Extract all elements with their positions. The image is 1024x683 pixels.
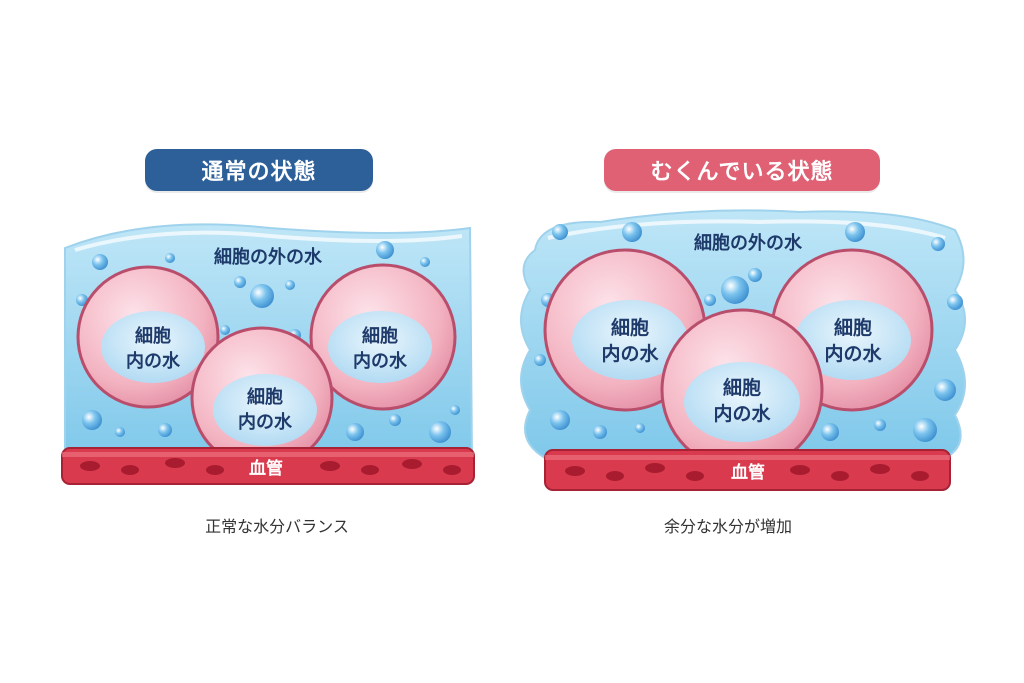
normal-state-caption: 正常な水分バランス bbox=[205, 517, 349, 536]
swollen-outside-water-label: 細胞の外の水 bbox=[694, 232, 803, 254]
cell-label-line1: 細胞 bbox=[723, 376, 761, 399]
cell-label-line2: 内の水 bbox=[126, 350, 181, 372]
normal-water-highlight bbox=[74, 230, 463, 252]
swollen-state-title: むくんでいる状態 bbox=[604, 149, 880, 191]
cell-label-line1: 細胞 bbox=[362, 325, 398, 347]
swollen-cell-center: 細胞 内の水 bbox=[660, 308, 824, 472]
cell-label-line2: 内の水 bbox=[713, 402, 771, 425]
swollen-state-caption: 余分な水分が増加 bbox=[663, 517, 792, 536]
normal-cell-right: 細胞 内の水 bbox=[309, 263, 457, 411]
normal-vessel-label: 血管 bbox=[249, 458, 283, 479]
swollen-state-diagram: 細胞の外の水 細胞 内の水 細胞 内の水 細胞 内の水 bbox=[520, 209, 966, 491]
normal-blood-vessel: 血管 bbox=[61, 447, 475, 485]
cell-label-line2: 内の水 bbox=[824, 342, 882, 365]
normal-state-title: 通常の状態 bbox=[145, 149, 373, 191]
cell-label-line1: 細胞 bbox=[247, 386, 283, 408]
normal-outside-water-label: 細胞の外の水 bbox=[214, 246, 323, 268]
normal-bubbles bbox=[76, 241, 460, 443]
swollen-water-highlight bbox=[547, 219, 946, 240]
cell-label-line2: 内の水 bbox=[353, 350, 408, 372]
swollen-vessel-label: 血管 bbox=[731, 462, 765, 483]
normal-cell-left: 細胞 内の水 bbox=[76, 265, 220, 409]
normal-cell-center: 細胞 内の水 bbox=[190, 326, 334, 470]
swollen-blood-vessel: 血管 bbox=[544, 449, 951, 491]
swollen-cell-right: 細胞 内の水 bbox=[770, 248, 934, 412]
cell-label-line1: 細胞 bbox=[611, 316, 649, 339]
cell-label-line2: 内の水 bbox=[238, 411, 293, 433]
cell-label-line2: 内の水 bbox=[601, 342, 659, 365]
cell-label-line1: 細胞 bbox=[834, 316, 872, 339]
cell-label-line1: 細胞 bbox=[135, 325, 171, 347]
